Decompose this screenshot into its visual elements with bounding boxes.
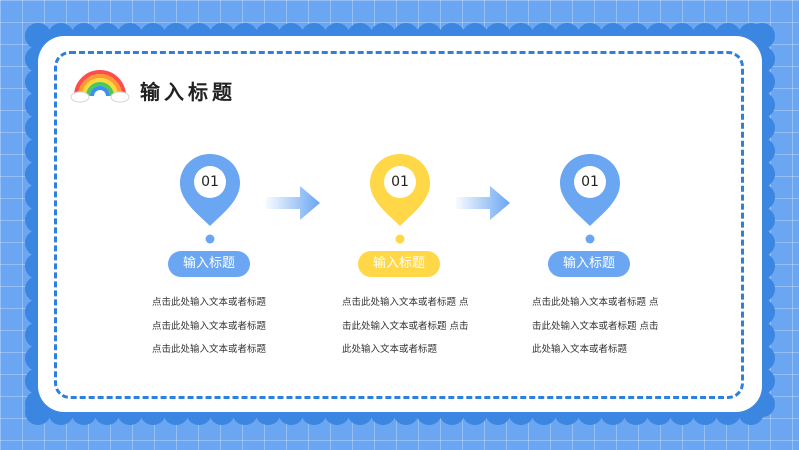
step-3-pin-icon [560, 154, 620, 244]
arrow-right-icon [456, 186, 510, 220]
step-1-description: 点击此处输入文本或者标题 点击此处输入文本或者标题 点击此处输入文本或者标题 [152, 297, 267, 355]
step-3-number: 01 [581, 174, 599, 190]
step-2-description: 点击此处输入文本或者标题 点 击此处输入文本或者标题 点击 此处输入文本或者标题 [342, 297, 469, 355]
step-2-label: 输入标题 [358, 251, 440, 277]
step-2-number: 01 [391, 174, 409, 190]
dashed-frame [54, 51, 744, 399]
arrow-right-icon [266, 186, 320, 220]
step-1-number: 01 [201, 174, 219, 190]
step-3-description: 点击此处输入文本或者标题 点 击此处输入文本或者标题 点击 此处输入文本或者标题 [532, 297, 659, 355]
step-3-label: 输入标题 [548, 251, 630, 277]
step-2-pin-icon [370, 154, 430, 244]
page-title: 输入标题 [140, 80, 236, 104]
rainbow-icon [70, 70, 130, 103]
step-1-pin-icon [180, 154, 240, 244]
step-1-label: 输入标题 [168, 251, 250, 277]
